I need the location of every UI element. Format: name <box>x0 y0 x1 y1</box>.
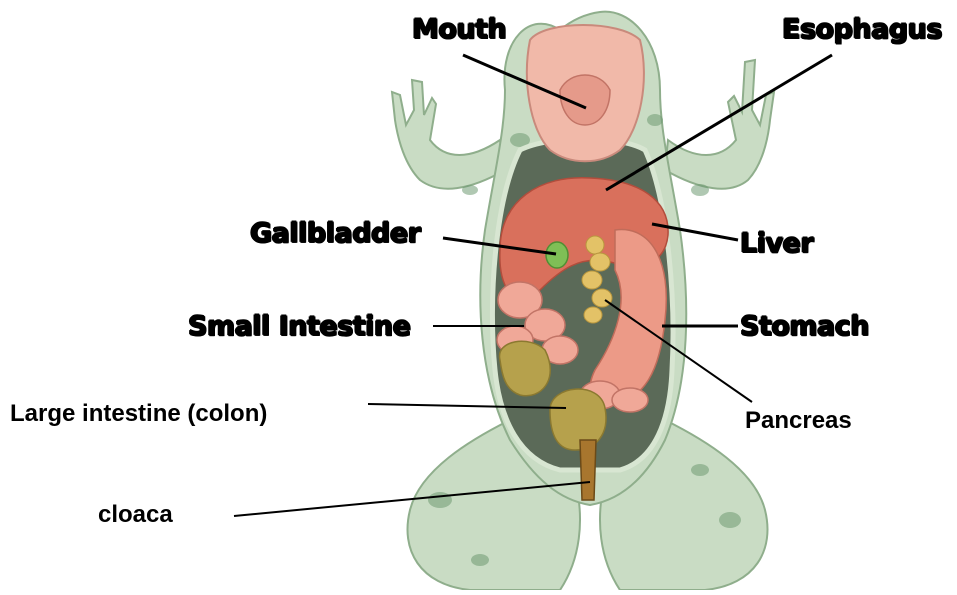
label-liver: Liver <box>740 228 813 259</box>
label-small-intestine: Small Intestine <box>188 311 410 342</box>
label-mouth: Mouth <box>412 14 506 45</box>
label-large-intestine: Large intestine (colon) <box>10 400 267 428</box>
cloaca-organ <box>580 440 596 500</box>
label-esophagus: Esophagus <box>782 14 942 45</box>
label-gallbladder: Gallbladder <box>250 218 420 249</box>
label-stomach: Stomach <box>740 311 869 342</box>
right-arm <box>665 60 774 189</box>
gallbladder-organ <box>546 242 568 268</box>
label-cloaca: cloaca <box>98 501 173 529</box>
left-arm <box>392 80 505 189</box>
colon-sac <box>550 389 606 450</box>
label-pancreas: Pancreas <box>745 407 852 435</box>
